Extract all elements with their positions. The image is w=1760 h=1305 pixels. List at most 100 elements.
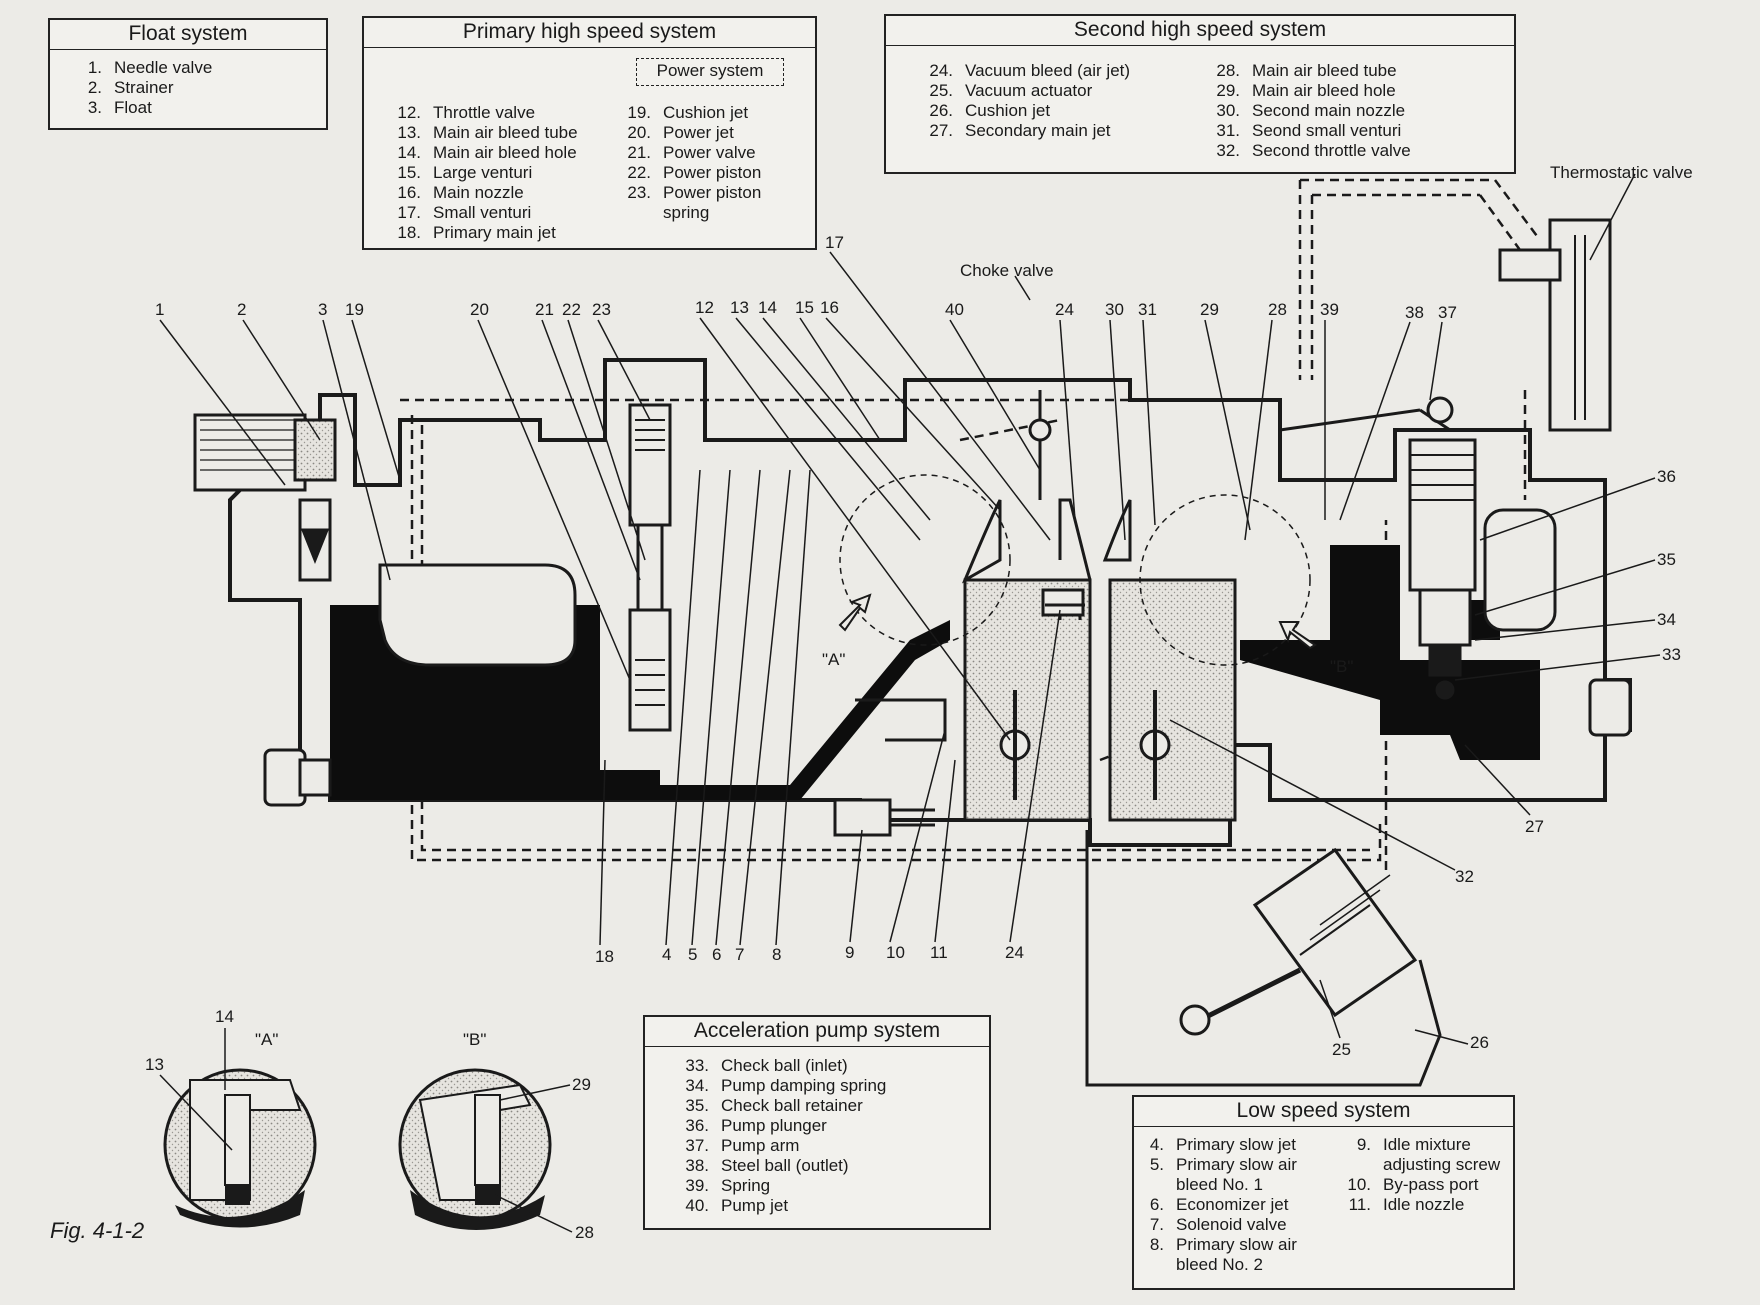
callout-9: 9 [845,943,854,962]
legend-item-label: spring [663,203,710,222]
second-high-speed-list-left: 24.Vacuum bleed (air jet)25.Vacuum actua… [921,61,1130,141]
callout-inset-28: 28 [575,1223,594,1242]
legend-item-number: 34. [685,1076,709,1095]
legend-item-number [1339,1155,1383,1175]
callout-22: 22 [562,300,581,319]
inset-detail-a [163,1068,317,1228]
legend-item-label: Check ball (inlet) [721,1056,848,1075]
legend-item-label: Idle mixture [1383,1135,1471,1154]
legend-item: 37.Pump arm [677,1136,989,1156]
callout-37: 37 [1438,303,1457,322]
callout-3: 3 [318,300,327,319]
legend-item-label: Primary slow air [1176,1235,1297,1254]
legend-item-label: Second throttle valve [1252,141,1411,160]
primary-high-speed-legend: Primary high speed system Power system 1… [362,16,817,250]
inset-leader-lines [159,1028,573,1233]
callout-6: 6 [712,945,721,964]
low-speed-title: Low speed system [1134,1097,1513,1127]
drain-plug-right [1588,678,1632,737]
legend-item: 6.Economizer jet [1142,1195,1297,1215]
legend-item-number: 6. [1149,1195,1164,1214]
callout-16: 16 [820,298,839,317]
legend-item-number: 27. [929,121,953,140]
detail-circles [839,474,1311,666]
legend-item-number: 7. [1149,1215,1164,1234]
legend-item-label: bleed No. 1 [1176,1175,1263,1194]
acceleration-pump-legend: Acceleration pump system 33.Check ball (… [643,1015,991,1230]
legend-item: 13.Main air bleed tube [389,123,578,143]
legend-item-number: 2. [87,78,102,97]
legend-item: 8.Primary slow air [1142,1235,1297,1255]
callout-20: 20 [470,300,489,319]
legend-item-number: 1. [87,58,102,77]
callout-7: 7 [735,945,744,964]
legend-item-label: Needle valve [114,58,213,77]
legend-item: 29.Main air bleed hole [1208,81,1411,101]
legend-item-number: 37. [685,1136,709,1155]
legend-item: 24.Vacuum bleed (air jet) [921,61,1130,81]
legend-item-number: 15. [397,163,421,182]
legend-item-label: bleed No. 2 [1176,1255,1263,1274]
legend-item-number: 39. [685,1176,709,1195]
callout-33: 33 [1662,645,1681,664]
legend-item-number: 40. [685,1196,709,1215]
float [378,563,577,667]
callout-35: 35 [1657,550,1676,569]
legend-item-number: 19. [627,103,651,122]
legend-item: 22.Power piston [619,163,761,183]
callout-38: 38 [1405,303,1424,322]
callout-2: 2 [237,300,246,319]
callout-31: 31 [1138,300,1157,319]
power-system-box: Power system [636,58,784,86]
legend-item: 11. Idle nozzle [1339,1195,1500,1215]
callout-17: 17 [825,233,844,252]
legend-item-number: 18. [397,223,421,242]
legend-item-label: Large venturi [433,163,533,182]
vacuum-actuator [1085,830,1442,1087]
legend-item-number [1142,1255,1176,1275]
callout-23: 23 [592,300,611,319]
legend-item-label: Vacuum bleed (air jet) [965,61,1131,80]
legend-item: 12.Throttle valve [389,103,578,123]
legend-item-number: 11. [1348,1195,1371,1214]
legend-item-label: Spring [721,1176,771,1195]
legend-item-number: 22. [627,163,651,182]
legend-item-number: 23. [627,183,651,202]
legend-item-label: Steel ball (outlet) [721,1156,849,1175]
legend-item-label: Solenoid valve [1176,1215,1287,1234]
callout-inset-29: 29 [572,1075,591,1094]
legend-item-label: Main air bleed tube [433,123,578,142]
callout-15: 15 [795,298,814,317]
legend-item-label: Cushion jet [663,103,749,122]
legend-item-number: 26. [929,101,953,120]
legend-item-number: 33. [685,1056,709,1075]
legend-item-number: 14. [397,143,421,162]
legend-item: 35.Check ball retainer [677,1096,989,1116]
legend-item-label: Pump damping spring [721,1076,887,1095]
callout-36: 36 [1657,467,1676,486]
carburetor-body [228,358,1632,847]
callout-30: 30 [1105,300,1124,319]
legend-item: 23.Power piston [619,183,761,203]
legend-item-number: 9. [1356,1135,1371,1154]
legend-item-number: 32. [1216,141,1240,160]
legend-item-label: Check ball retainer [721,1096,863,1115]
legend-item: 28.Main air bleed tube [1208,61,1411,81]
legend-item: 25.Vacuum actuator [921,81,1130,101]
legend-item-label: Main air bleed hole [433,143,577,162]
legend-item-label: Seond small venturi [1252,121,1402,140]
legend-item-label: Primary main jet [433,223,556,242]
legend-item: 9. Idle mixture [1339,1135,1500,1155]
legend-item: 40. Pump jet [677,1196,989,1216]
legend-item-label: Idle nozzle [1383,1195,1465,1214]
callout-12: 12 [695,298,714,317]
callout-39: 39 [1320,300,1339,319]
legend-item: 2.Strainer [80,78,326,98]
legend-item-label: Main air bleed tube [1252,61,1397,80]
legend-item-label: Pump jet [721,1196,789,1215]
